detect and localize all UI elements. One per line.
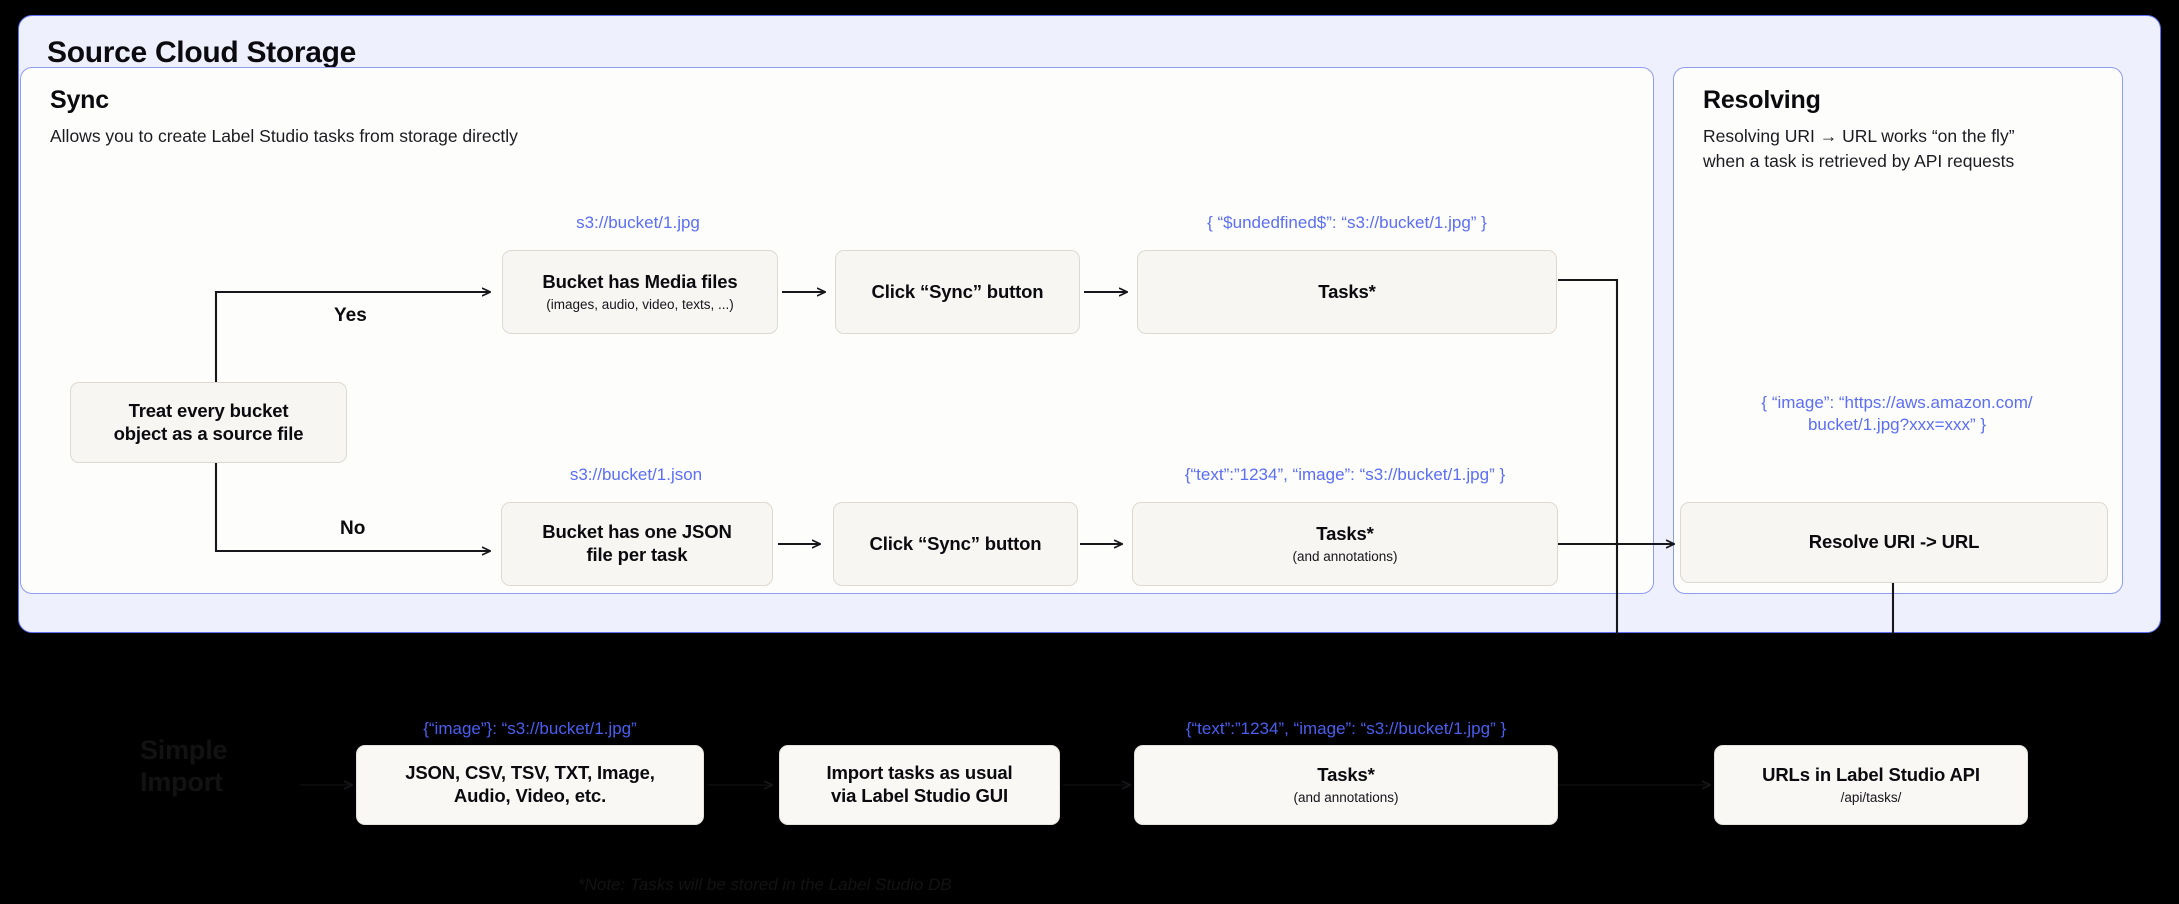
- decision-box-treat-bucket-object[interactable]: Treat every bucket object as a source fi…: [70, 382, 347, 463]
- resolving-panel-title: Resolving: [1703, 86, 1821, 114]
- bottom-formats-title: JSON, CSV, TSV, TXT, Image, Audio, Video…: [405, 762, 655, 806]
- branch-label-yes: Yes: [334, 305, 367, 326]
- bottom-tasks-box[interactable]: Tasks* (and annotations): [1134, 745, 1558, 825]
- bottom-formats-box[interactable]: JSON, CSV, TSV, TXT, Image, Audio, Video…: [356, 745, 704, 825]
- yes-branch-bucket-media-title: Bucket has Media files: [542, 270, 738, 292]
- no-branch-tasks-box[interactable]: Tasks* (and annotations): [1132, 502, 1558, 586]
- no-branch-tasks-title: Tasks*: [1316, 522, 1374, 544]
- sync-panel-title: Sync: [50, 86, 109, 114]
- simple-import-ghost-title: Simple Import: [140, 735, 228, 797]
- no-branch-click-sync-label: Click “Sync” button: [869, 532, 1042, 554]
- yes-branch-tasks-title: Tasks*: [1318, 280, 1376, 302]
- no-branch-input-payload: s3://bucket/1.json: [569, 465, 703, 484]
- yes-branch-output-payload: { “$undedfined$”: “s3://bucket/1.jpg” }: [1207, 213, 1487, 232]
- no-branch-output-payload: {“text”:”1234”, “image”: “s3://bucket/1.…: [1184, 465, 1506, 484]
- bottom-urls-api-box[interactable]: URLs in Label Studio API /api/tasks/: [1714, 745, 2028, 825]
- footnote-note: *Note: Tasks will be stored in the Label…: [578, 875, 952, 894]
- no-branch-bucket-json-title: Bucket has one JSON file per task: [542, 521, 732, 565]
- branch-label-no: No: [340, 518, 366, 539]
- bottom-import-box[interactable]: Import tasks as usual via Label Studio G…: [779, 745, 1060, 825]
- yes-branch-tasks-box[interactable]: Tasks*: [1137, 250, 1557, 334]
- yes-branch-bucket-media-box[interactable]: Bucket has Media files (images, audio, v…: [502, 250, 778, 334]
- yes-branch-click-sync-label: Click “Sync” button: [871, 280, 1044, 302]
- resolving-payload: { “image”: “https://aws.amazon.com/ buck…: [1761, 393, 2033, 435]
- bottom-tasks-payload: {“text”:”1234”, “image”: “s3://bucket/1.…: [1185, 719, 1507, 738]
- bottom-tasks-subtitle: (and annotations): [1293, 790, 1399, 806]
- yes-branch-bucket-media-subtitle: (images, audio, video, texts, ...): [546, 297, 734, 313]
- no-branch-click-sync-box[interactable]: Click “Sync” button: [833, 502, 1078, 586]
- resolving-panel-subtitle: Resolving URI → URL works “on the fly” w…: [1703, 126, 2015, 171]
- no-branch-tasks-subtitle: (and annotations): [1292, 549, 1398, 565]
- decision-box-label: Treat every bucket object as a source fi…: [113, 399, 304, 444]
- sync-panel-subtitle: Allows you to create Label Studio tasks …: [50, 126, 518, 146]
- bottom-import-title: Import tasks as usual via Label Studio G…: [826, 762, 1013, 806]
- resolve-uri-url-label: Resolve URI -> URL: [1808, 531, 1980, 553]
- yes-branch-click-sync-box[interactable]: Click “Sync” button: [835, 250, 1080, 334]
- bottom-tasks-title: Tasks*: [1317, 763, 1375, 785]
- resolve-uri-url-box[interactable]: Resolve URI -> URL: [1680, 502, 2108, 583]
- page-title: Source Cloud Storage: [47, 36, 357, 69]
- bottom-urls-api-subtitle: /api/tasks/: [1840, 790, 1902, 806]
- bottom-formats-payload: {“image”}: “s3://bucket/1.jpg”: [423, 719, 637, 738]
- bottom-urls-api-title: URLs in Label Studio API: [1762, 763, 1980, 785]
- yes-branch-input-payload: s3://bucket/1.jpg: [576, 213, 700, 232]
- no-branch-bucket-json-box[interactable]: Bucket has one JSON file per task: [501, 502, 773, 586]
